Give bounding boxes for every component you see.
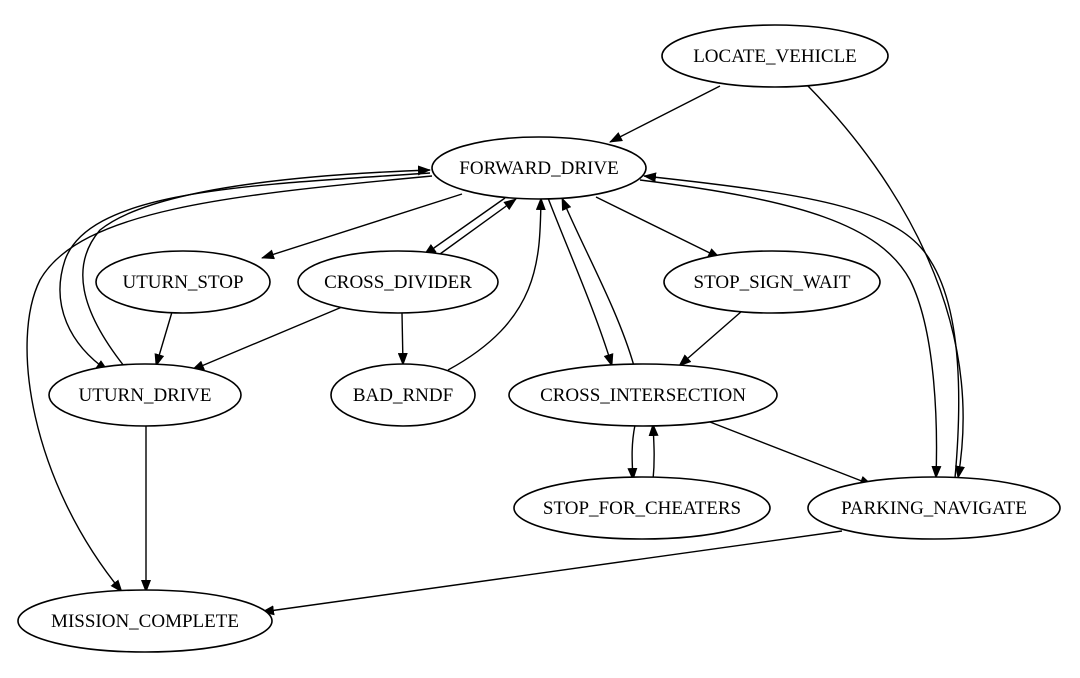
node-label: UTURN_DRIVE [79,385,212,406]
node-parking-navigate: PARKING_NAVIGATE [807,476,1061,540]
edge-stop-sign-wait-to-cross-intersection [678,310,743,367]
edge-cross-divider-to-uturn-drive [191,306,343,371]
edge-stop-for-cheaters-to-cross-intersection [648,423,659,481]
edge-forward-to-cross-divider [423,197,506,256]
node-label: STOP_SIGN_WAIT [694,272,851,293]
node-label: MISSION_COMPLETE [51,611,239,632]
node-forward-drive: FORWARD_DRIVE [431,136,647,200]
node-bad-rndf: BAD_RNDF [330,363,476,427]
node-label: LOCATE_VEHICLE [693,46,857,67]
edge-forward-to-uturn-drive [59,172,431,372]
node-label: PARKING_NAVIGATE [841,498,1027,519]
edge-forward-to-cross-intersection [547,197,614,367]
edge-parking-to-forward [643,172,960,479]
edge-cross-intersection-to-stop-for-cheaters [627,424,638,481]
node-label: CROSS_INTERSECTION [540,385,746,406]
edge-uturn-drive-to-forward [82,165,431,367]
edge-locate-to-forward [609,85,721,143]
node-stop-for-cheaters: STOP_FOR_CHEATERS [513,476,771,540]
node-label: UTURN_STOP [122,272,243,293]
edge-cross-intersection-to-parking [709,421,873,486]
edge-forward-to-uturn-stop [261,193,463,260]
edge-cross-divider-to-forward [439,198,517,255]
edge-uturn-stop-to-uturn-drive [154,311,173,367]
node-label: BAD_RNDF [353,385,453,406]
node-label: CROSS_DIVIDER [324,272,472,293]
edge-forward-to-stop-sign-wait [595,196,721,259]
node-uturn-stop: UTURN_STOP [95,250,271,314]
edge-forward-to-parking [639,179,942,479]
node-cross-divider: CROSS_DIVIDER [297,250,499,314]
edge-parking-to-mission-complete [261,530,843,616]
edge-cross-intersection-to-forward [561,197,635,367]
edge-forward-to-mission-complete [26,175,433,593]
node-uturn-drive: UTURN_DRIVE [48,363,242,427]
edge-bad-rndf-to-forward [447,197,546,371]
node-cross-intersection: CROSS_INTERSECTION [508,363,778,427]
edge-cross-divider-to-bad-rndf [397,312,408,366]
node-label: STOP_FOR_CHEATERS [543,498,741,519]
node-stop-sign-wait: STOP_SIGN_WAIT [663,250,881,314]
edge-locate-to-parking [807,85,965,479]
node-locate-vehicle: LOCATE_VEHICLE [661,24,889,88]
node-label: FORWARD_DRIVE [459,158,618,179]
node-mission-complete: MISSION_COMPLETE [17,589,273,653]
